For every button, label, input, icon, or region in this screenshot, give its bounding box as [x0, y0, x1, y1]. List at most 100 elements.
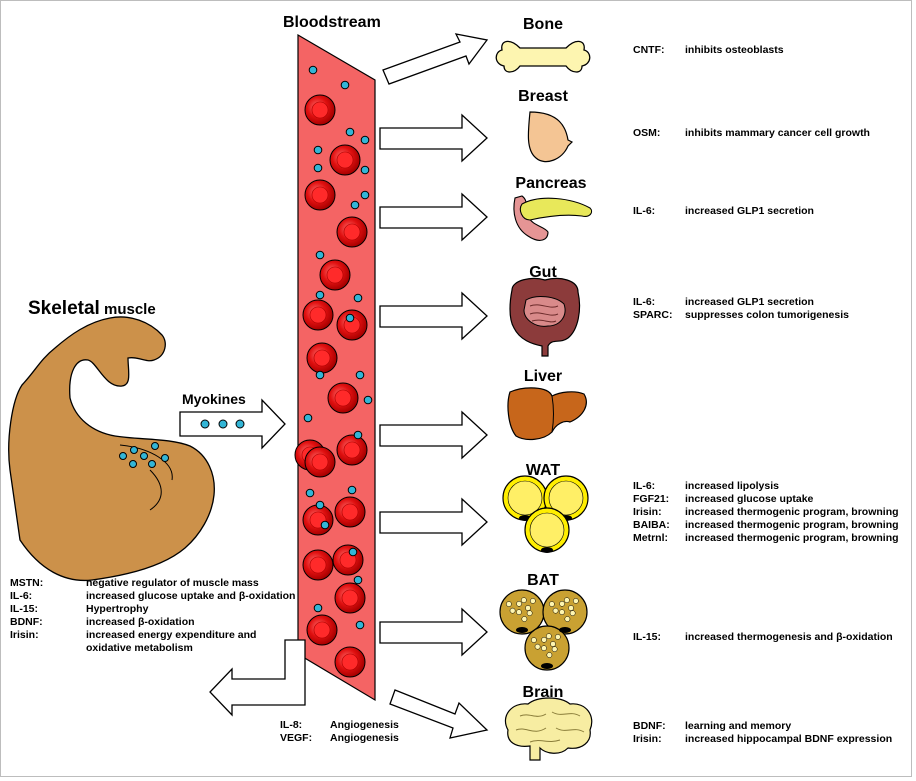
effect-value: increased lipolysis: [685, 480, 779, 492]
myokine-dot: [308, 65, 318, 75]
red-blood-cell-center: [343, 441, 361, 459]
gut-effect-row: SPARC:suppresses colon tumorigenesis: [633, 309, 849, 322]
effect-key: IL-6:: [633, 296, 656, 308]
pancreas-icon: [513, 195, 593, 241]
myokines-arrow: [179, 398, 286, 450]
gut-effect-row: IL-6:increased GLP1 secretion: [633, 296, 814, 309]
gut-icon: [509, 277, 581, 357]
bat-lipid-droplet: [506, 601, 512, 607]
myokine-dot: [305, 488, 315, 498]
bat-lipid-droplet: [569, 610, 576, 617]
muscle-effect-row: IL-15: Hypertrophy: [10, 603, 148, 616]
effect-value: Angiogenesis: [330, 732, 399, 744]
effect-value: increased energy expenditure and: [86, 629, 257, 641]
bat-lipid-droplet: [534, 643, 541, 650]
organ-label-bat: BAT: [527, 572, 559, 589]
red-blood-cell-center: [309, 556, 327, 574]
myokine-dot: [315, 370, 325, 380]
effect-key: IL-8:: [280, 719, 303, 731]
effect-key: BDNF:: [10, 616, 43, 628]
myokine-dot: [353, 575, 363, 585]
bat-lipid-droplet: [550, 641, 556, 647]
red-blood-cell-center: [341, 503, 359, 521]
effect-value: increased β-oxidation: [86, 616, 195, 628]
wat-effect-row: Metrnl:increased thermogenic program, br…: [633, 532, 899, 545]
myokine-dot: [355, 620, 365, 630]
effect-key: BAIBA:: [633, 519, 670, 531]
effect-key: Irisin:: [633, 733, 662, 745]
effect-key: OSM:: [633, 127, 661, 139]
bat-icon: [499, 589, 588, 671]
effect-value: Angiogenesis: [330, 719, 399, 731]
bat-lipid-droplet: [546, 652, 553, 658]
arrow-to-bat: [379, 607, 488, 657]
organ-label-wat: WAT: [525, 462, 561, 479]
myokine-dot: [320, 520, 330, 530]
organ-label-pancreas: Pancreas: [515, 175, 587, 192]
red-blood-cell-center: [341, 589, 359, 607]
effect-value: Hypertrophy: [86, 603, 149, 615]
myokine-dot: [315, 290, 325, 300]
myokine-dot: [353, 430, 363, 440]
red-blood-cell-center: [341, 653, 359, 671]
myokine-dot: [350, 200, 360, 210]
muscle-effect-row: MSTN:negative regulator of muscle mass: [10, 577, 259, 590]
myokine-dot: [313, 163, 323, 173]
effect-key: MSTN:: [10, 577, 44, 589]
myokine-dot: [348, 547, 358, 557]
red-blood-cell-center: [309, 306, 327, 324]
effect-value: increased glucose uptake: [685, 493, 814, 505]
wat-effect-row: Irisin: increased thermogenic program, br…: [633, 506, 899, 519]
bat-lipid-droplet: [525, 605, 531, 611]
effect-key: Irisin:: [633, 506, 662, 518]
bat-lipid-droplet: [564, 597, 570, 603]
bat-lipid-droplet: [516, 609, 522, 615]
bat-lipid-droplet: [521, 616, 528, 622]
red-blood-cell-center: [313, 621, 331, 639]
effect-value: increased thermogenesis and β-oxidation: [685, 631, 893, 643]
red-blood-cell-center: [326, 266, 344, 284]
effect-key: IL-6:: [633, 480, 656, 492]
bat-lipid-droplet: [559, 609, 565, 615]
wat-icon: [502, 475, 589, 553]
wat-effect-row: IL-6: increased lipolysis: [633, 480, 779, 493]
organ-label-gut: Gut: [529, 264, 557, 281]
muscle-effect-row: Irisin: increased energy expenditure and: [10, 629, 256, 642]
bat-nucleus: [541, 663, 553, 669]
effect-key: Irisin:: [10, 629, 39, 641]
effect-value: suppresses colon tumorigenesis: [685, 309, 849, 321]
bat-lipid-droplet: [564, 616, 571, 622]
effect-value: increased hippocampal BDNF expression: [685, 733, 893, 745]
bat-effect-row: IL-15:increased thermogenesis and β-oxid…: [633, 631, 893, 644]
effect-value: inhibits osteoblasts: [685, 44, 784, 56]
bone-icon: [495, 40, 591, 73]
myokine-dot: [315, 250, 325, 260]
bat-lipid-droplet: [552, 607, 559, 614]
bat-lipid-droplet: [526, 610, 533, 617]
effect-value: increased thermogenic program, browning: [685, 506, 899, 518]
red-blood-cell-center: [334, 389, 352, 407]
myokine-dot: [345, 313, 355, 323]
bat-lipid-droplet: [530, 598, 536, 604]
bat-lipid-droplet: [559, 600, 565, 607]
myokine-dot: [345, 127, 355, 137]
organ-label-brain: Brain: [522, 684, 564, 701]
bat-lipid-droplet: [551, 646, 558, 653]
myokine-dot: [363, 395, 373, 405]
bat-lipid-droplet: [549, 601, 555, 607]
muscle-effect-row: oxidative metabolism: [10, 642, 193, 655]
arrow-to-liver: [379, 410, 488, 460]
myokine-dot: [347, 485, 357, 495]
myokine-dot: [303, 413, 313, 423]
effect-key: IL-15:: [10, 603, 39, 615]
bat-lipid-droplet: [541, 636, 547, 643]
organ-label-breast: Breast: [518, 88, 568, 105]
effect-value: increased thermogenic program, browning: [685, 532, 899, 544]
effect-value: increased GLP1 secretion: [685, 205, 814, 217]
red-blood-cell-center: [311, 453, 329, 471]
brain-effect-row: Irisin: increased hippocampal BDNF expres…: [633, 733, 892, 746]
wat-effect-row: BAIBA:increased thermogenic program, bro…: [633, 519, 899, 532]
myokine-dot: [360, 135, 370, 145]
